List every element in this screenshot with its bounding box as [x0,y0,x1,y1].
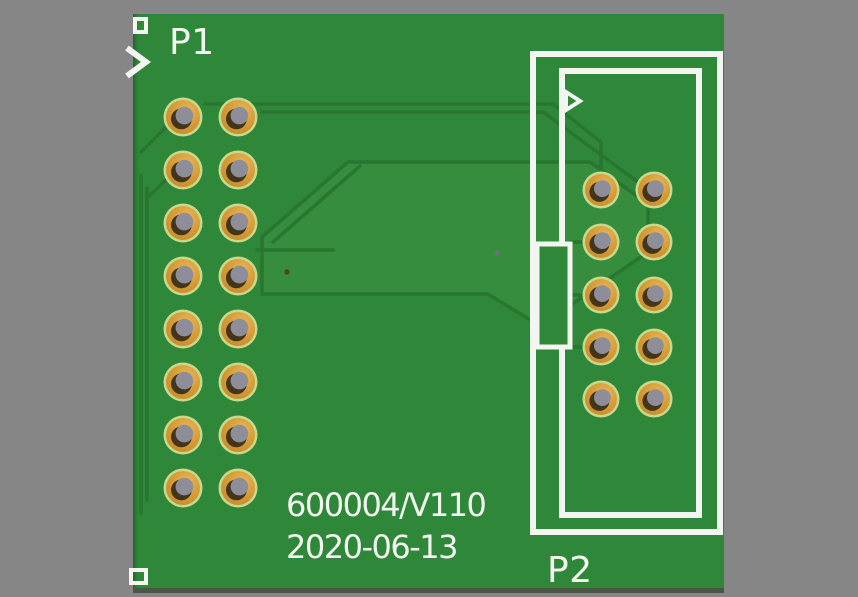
corner-marker-bottom-left [129,568,148,585]
through-hole-pad-p2 [582,276,620,314]
through-hole-pad-p1 [163,362,203,402]
through-hole-pad-p2 [635,223,673,261]
through-hole-pad-p2 [635,171,673,209]
through-hole-pad-p2 [635,380,673,418]
through-hole-pad-p1 [163,203,203,243]
through-hole-pad-p1 [163,309,203,349]
p1-pin1-arrow-icon [125,45,152,79]
micro-via [284,269,290,275]
p2-polarization-key [534,241,573,350]
copper-traces [139,102,656,516]
through-hole-pad-p1 [218,309,258,349]
pcb-board: P1 600004/V110 2020-06-13 P2 [125,14,724,593]
through-hole-pad-p1 [163,415,203,455]
p2-refdes-label: P2 [547,550,593,591]
through-hole-pad-p1 [218,150,258,190]
p1-refdes-label: P1 [169,22,215,63]
through-hole-pad-p2 [582,223,620,261]
date-label: 2020-06-13 [286,528,458,566]
corner-marker-top-left [133,17,148,34]
through-hole-pad-p1 [218,468,258,508]
through-hole-pad-p1 [218,415,258,455]
through-hole-pad-p1 [218,97,258,137]
through-hole-pad-p2 [635,328,673,366]
through-hole-pad-p2 [582,380,620,418]
through-hole-pad-p2 [582,328,620,366]
board-artwork [125,17,723,585]
part-number-label: 600004/V110 [286,486,487,524]
p2-pin1-arrow-icon [564,88,584,114]
micro-via [494,250,500,256]
through-hole-pads [163,97,673,508]
through-hole-pad-p1 [218,203,258,243]
through-hole-pad-p1 [163,256,203,296]
through-hole-pad-p1 [163,97,203,137]
silkscreen-graphics [125,17,723,585]
through-hole-pad-p1 [218,256,258,296]
through-hole-pad-p1 [163,150,203,190]
through-hole-pad-p1 [218,362,258,402]
through-hole-pad-p1 [163,468,203,508]
p2-connector-outline [530,51,723,535]
through-hole-pad-p2 [582,171,620,209]
through-hole-pad-p2 [635,276,673,314]
